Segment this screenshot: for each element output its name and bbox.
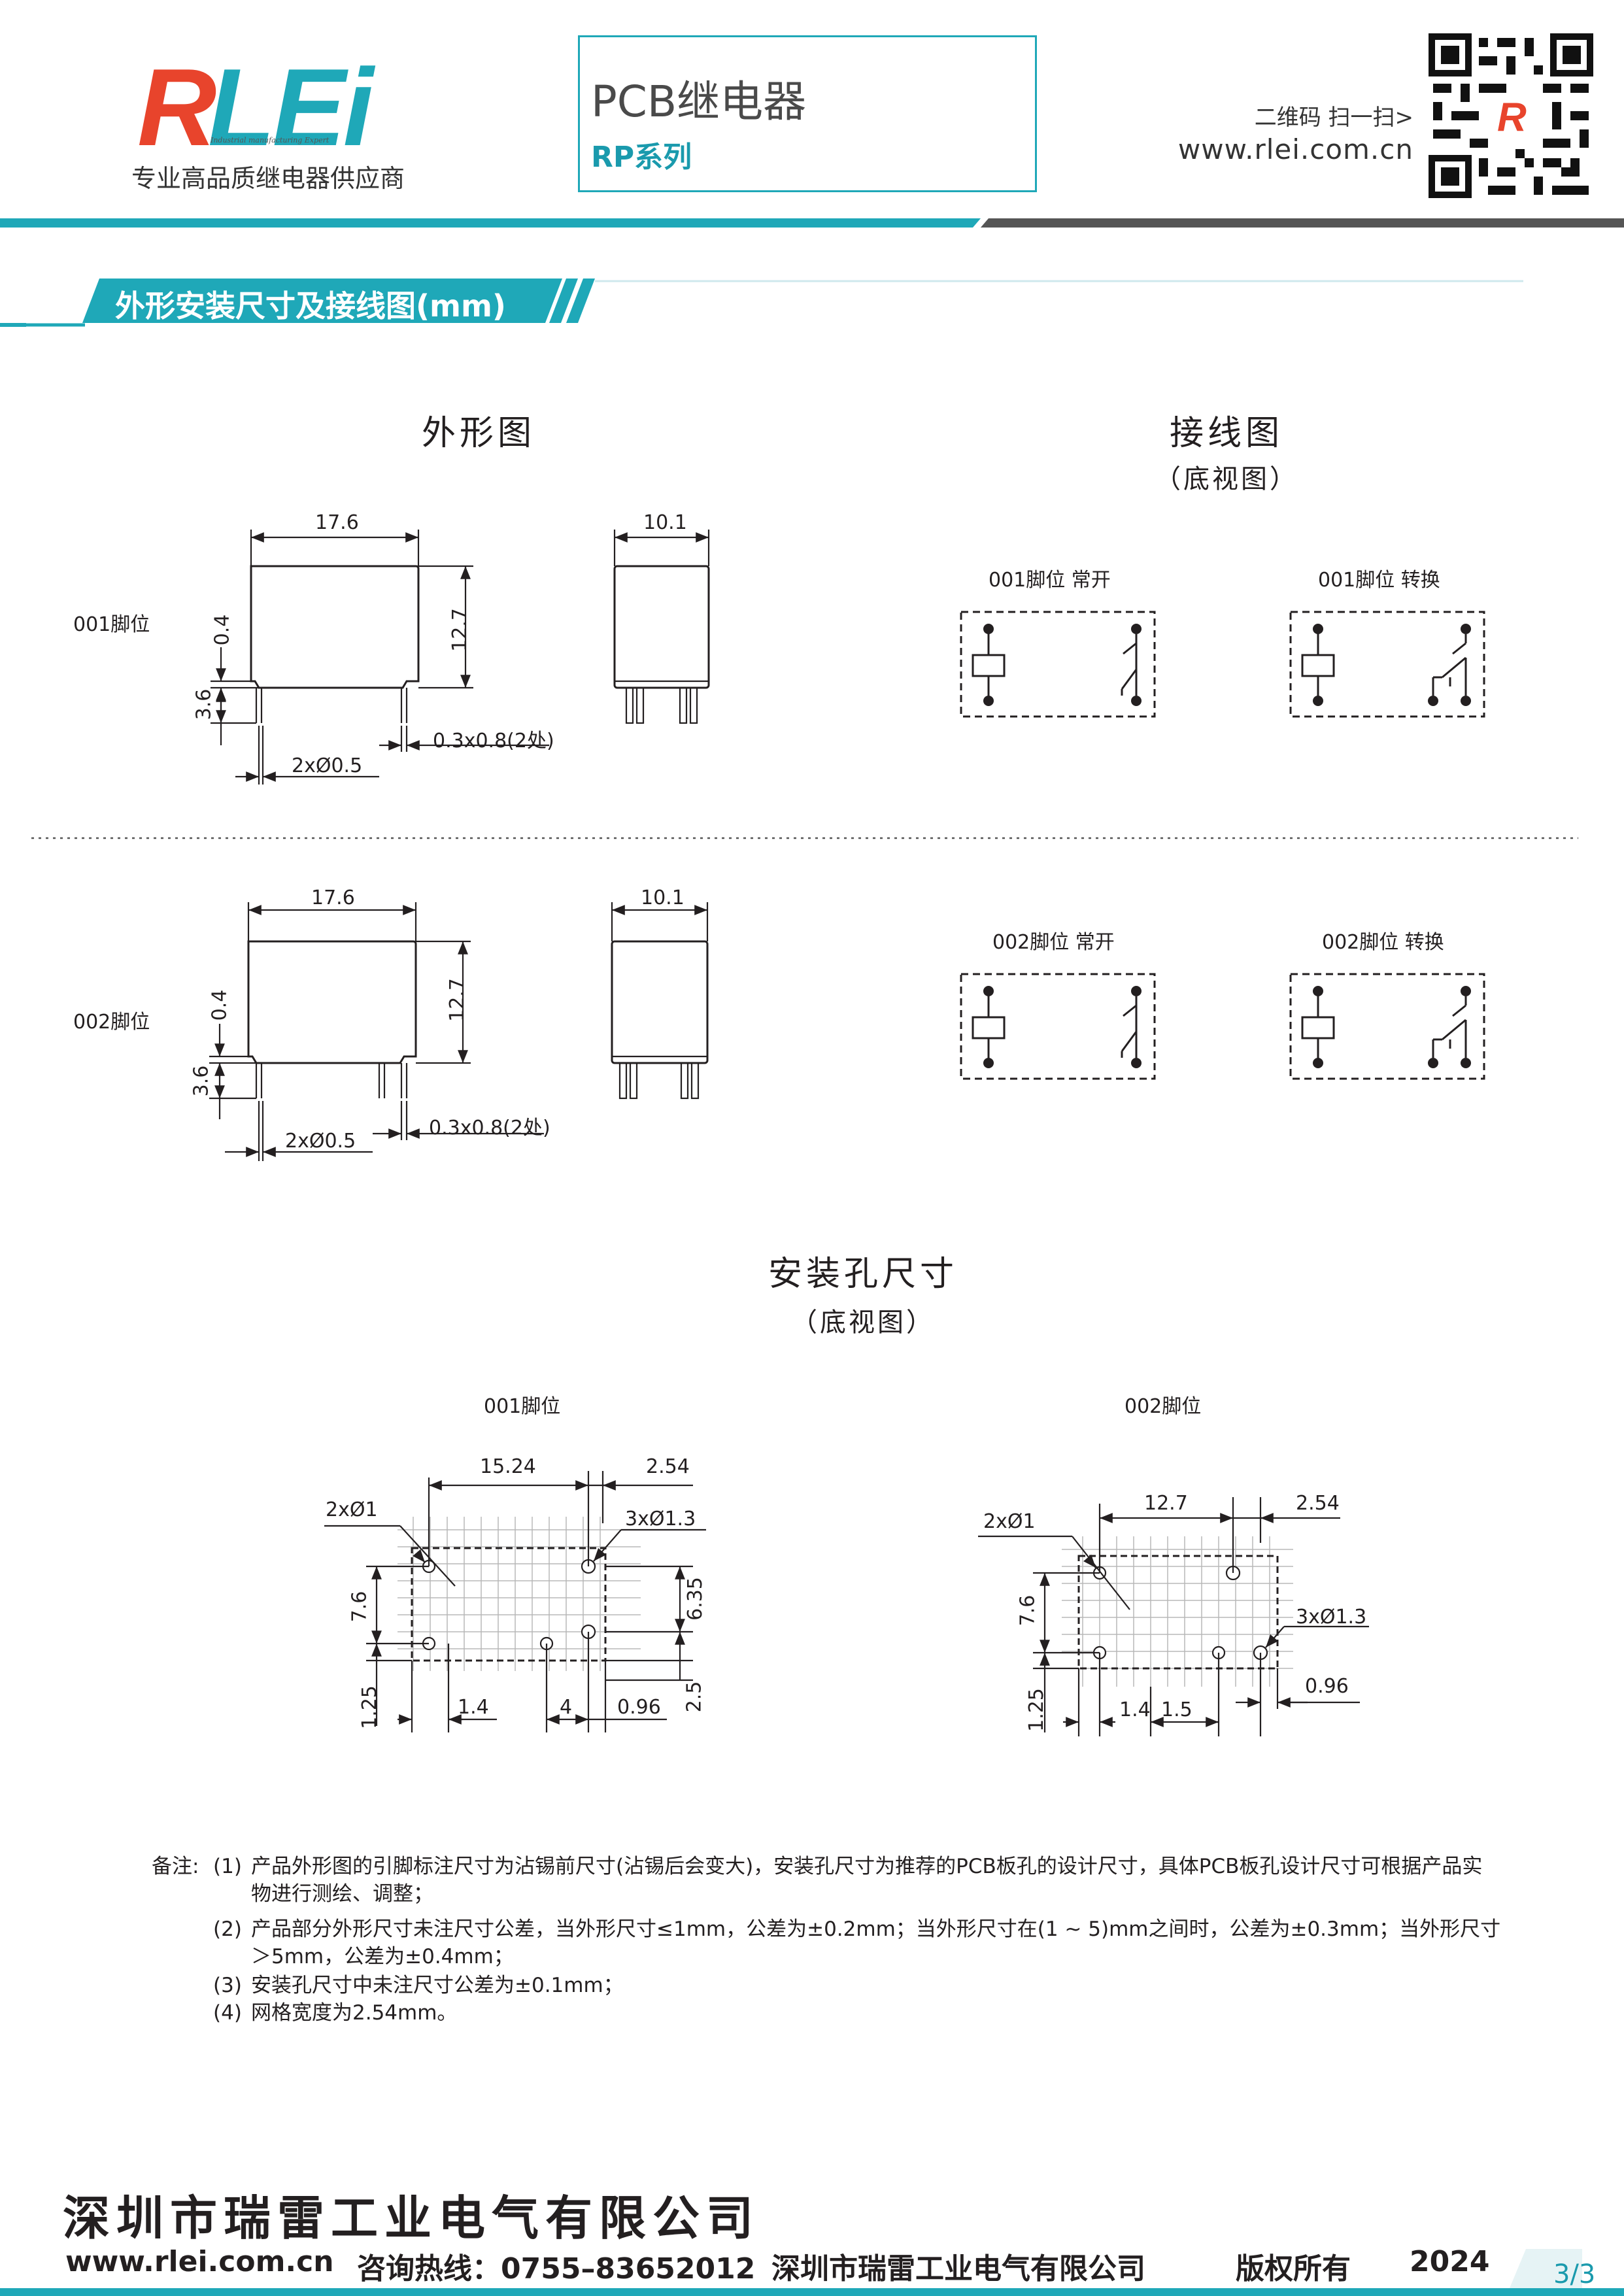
qr-code: R	[1429, 33, 1593, 198]
wiring-label: 002脚位 常开	[992, 931, 1115, 954]
note-text: 物进行测绘、调整；	[251, 1882, 433, 1906]
hole-layout-label-001: 001脚位	[484, 1395, 561, 1418]
hole-dim: 15.24	[480, 1455, 536, 1478]
product-model: RP32FA	[853, 92, 1012, 134]
svg-text:LEi: LEi	[208, 46, 376, 169]
wiring-label: 001脚位 转换	[1318, 569, 1440, 592]
page-number: 3/3	[1553, 2259, 1596, 2289]
section-title: 外形安装尺寸及接线图(mm)	[115, 288, 506, 324]
footer-company-small: 深圳市瑞雷工业电气有限公司	[771, 2252, 1145, 2286]
footer-hotline: 咨询热线：0755–83652012	[357, 2252, 756, 2286]
note-text: 产品部分外形尺寸未注尺寸公差，当外形尺寸≤1mm，公差为±0.2mm；当外形尺寸…	[251, 1917, 1501, 1941]
dim-pin-dia: 2xØ0.5	[292, 754, 363, 777]
footer-year: 2024	[1410, 2245, 1490, 2278]
company-logo: R LEi Industrial manufacturing Expert	[137, 46, 379, 169]
outline-label-001: 001脚位	[73, 613, 150, 636]
hole-dim: 12.7	[1144, 1492, 1188, 1515]
dim-width: 17.6	[315, 511, 359, 534]
hole-dim: 3xØ1.3	[1296, 1606, 1367, 1629]
svg-text:R: R	[137, 46, 216, 169]
hole-dim: 2xØ1	[326, 1498, 378, 1521]
note-number: (4)	[213, 2001, 242, 2025]
note-text: 安装孔尺寸中未注尺寸公差为±0.1mm；	[251, 1974, 624, 1997]
wiring-label: 001脚位 常开	[989, 569, 1111, 592]
dim-pin-flat: 0.3x0.8(2处)	[433, 730, 554, 752]
company-tagline: 专业高品质继电器供应商	[131, 164, 405, 193]
hole-dim: 2xØ1	[983, 1510, 1036, 1533]
hole-dim: 1.4	[1119, 1698, 1151, 1721]
footer-company: 深圳市瑞雷工业电气有限公司	[63, 2191, 760, 2246]
holes-title: 安装孔尺寸	[768, 1255, 958, 1294]
outline-label-002: 002脚位	[73, 1011, 150, 1034]
note-number: (3)	[213, 1974, 242, 1997]
note-number: (2)	[213, 1917, 242, 1941]
footer-website[interactable]: www.rlei.com.cn	[65, 2245, 334, 2278]
svg-text:Industrial manufacturing Exper: Industrial manufacturing Expert	[210, 136, 330, 144]
hole-dim: 3xØ1.3	[625, 1508, 696, 1530]
note-text: 产品外形图的引脚标注尺寸为沾锡前尺寸(沾锡后会变大)，安装孔尺寸为推荐的PCB板…	[251, 1855, 1483, 1878]
dim-pin-flat: 0.3x0.8(2处)	[429, 1117, 550, 1140]
dim-depth: 10.1	[643, 511, 687, 534]
wiring-title: 接线图	[1169, 414, 1283, 453]
product-type: PCB继电器	[591, 76, 807, 127]
dim-width: 17.6	[311, 886, 355, 909]
product-title-box	[578, 35, 1037, 192]
hole-dim: 0.96	[1305, 1675, 1349, 1698]
hole-dim: 4	[560, 1696, 573, 1719]
wiring-subtitle: （底视图）	[1155, 464, 1298, 494]
qr-label: 二维码 扫一扫>	[1254, 105, 1413, 131]
outline-title: 外形图	[421, 414, 535, 453]
dim-depth: 10.1	[641, 886, 685, 909]
product-series: RP系列	[591, 141, 692, 174]
hole-dim: 2.54	[1296, 1492, 1340, 1515]
notes-prefix: 备注:	[152, 1855, 199, 1878]
hole-dim: 1.4	[458, 1696, 489, 1719]
dim-pin-dia: 2xØ0.5	[285, 1130, 356, 1153]
hole-dim: 0.96	[617, 1696, 661, 1719]
hole-dim: 2.54	[646, 1455, 690, 1478]
note-text: ＞5mm，公差为±0.4mm；	[251, 1945, 514, 1968]
holes-subtitle: （底视图）	[791, 1308, 935, 1338]
website-url[interactable]: www.rlei.com.cn	[1177, 133, 1413, 165]
hole-dim: 1.5	[1161, 1698, 1193, 1721]
note-number: (1)	[213, 1855, 242, 1878]
svg-text:R: R	[1497, 95, 1527, 140]
hole-layout-label-002: 002脚位	[1125, 1395, 1202, 1418]
footer-copyright: 版权所有	[1236, 2252, 1351, 2286]
note-text: 网格宽度为2.54mm。	[251, 2001, 458, 2025]
wiring-label: 002脚位 转换	[1322, 931, 1444, 954]
